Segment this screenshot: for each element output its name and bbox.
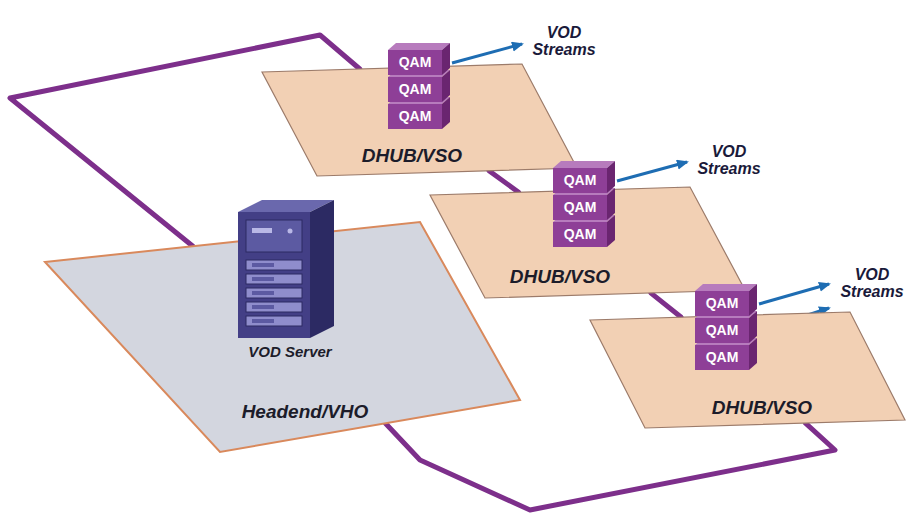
site-label: Headend/VHO xyxy=(242,401,369,423)
cube-side xyxy=(749,338,757,370)
drive-bay xyxy=(246,260,302,270)
cube-top xyxy=(695,311,757,318)
cube-front xyxy=(388,104,442,129)
ring-link xyxy=(651,293,682,317)
ring-link xyxy=(385,423,835,510)
qam-unit: QAM xyxy=(553,195,607,220)
cube-side xyxy=(442,97,450,129)
hub-platform: DHUB/VSOQAMQAMQAM xyxy=(430,187,745,298)
cube-front xyxy=(695,318,749,343)
drive-slot xyxy=(252,263,274,267)
stream-label: VOD Streams xyxy=(836,266,908,300)
drive-bay xyxy=(246,302,302,312)
server-led xyxy=(288,229,293,234)
hub-platform: DHUB/VSOQAMQAMQAM xyxy=(262,64,577,176)
ring-link xyxy=(489,171,519,193)
qam-unit: QAM xyxy=(553,168,607,193)
qam-unit: QAM xyxy=(388,104,442,129)
server-display xyxy=(252,228,272,233)
qam-unit: QAM xyxy=(388,77,442,102)
cube-top xyxy=(553,215,615,222)
qam-unit: QAM xyxy=(695,345,749,370)
qam-label: QAM xyxy=(388,104,442,129)
cube-front xyxy=(695,291,749,316)
server-label: VOD Server xyxy=(230,343,350,360)
cube-top xyxy=(388,97,450,104)
drive-slot xyxy=(252,319,274,323)
drive-slot xyxy=(252,277,274,281)
drive-bay xyxy=(246,288,302,298)
drive-slot xyxy=(252,291,274,295)
hub-platform: DHUB/VSOQAMQAMQAM xyxy=(590,312,905,428)
cube-front xyxy=(695,345,749,370)
cube-side xyxy=(607,215,615,247)
stream-label: VOD Streams xyxy=(528,24,600,58)
stream-arrow xyxy=(452,44,522,63)
cube-top xyxy=(695,284,757,291)
qam-label: QAM xyxy=(553,168,607,193)
cube-front xyxy=(553,222,607,247)
qam-label: QAM xyxy=(388,77,442,102)
cube-top xyxy=(388,70,450,77)
server-icon xyxy=(230,198,350,343)
platform-surface xyxy=(590,312,905,428)
platform-surface xyxy=(262,64,577,176)
cube-front xyxy=(388,50,442,75)
cube-front xyxy=(388,77,442,102)
site-label: DHUB/VSO xyxy=(362,145,462,167)
cube-top xyxy=(388,43,450,50)
qam-unit: QAM xyxy=(553,222,607,247)
cube-front xyxy=(553,168,607,193)
qam-label: QAM xyxy=(388,50,442,75)
qam-unit: QAM xyxy=(695,291,749,316)
headend-platform: Headend/VHO VOD Server xyxy=(45,218,520,452)
qam-unit: QAM xyxy=(695,318,749,343)
server-panel xyxy=(246,220,302,252)
site-label: DHUB/VSO xyxy=(712,397,812,419)
platform-surface xyxy=(430,187,745,298)
qam-label: QAM xyxy=(553,222,607,247)
qam-label: QAM xyxy=(695,318,749,343)
cube-top xyxy=(695,338,757,345)
drive-bay xyxy=(246,274,302,284)
vod-server: VOD Server xyxy=(230,198,350,360)
stream-arrow xyxy=(759,284,829,304)
drive-bay xyxy=(246,316,302,326)
qam-label: QAM xyxy=(553,195,607,220)
qam-label: QAM xyxy=(695,345,749,370)
server-side xyxy=(310,200,334,338)
drive-slot xyxy=(252,305,274,309)
stream-label: VOD Streams xyxy=(693,143,765,177)
server-front xyxy=(238,212,310,338)
cube-front xyxy=(553,195,607,220)
stream-arrow xyxy=(617,162,687,181)
qam-label: QAM xyxy=(695,291,749,316)
site-label: DHUB/VSO xyxy=(510,266,610,288)
cube-top xyxy=(553,188,615,195)
qam-unit: QAM xyxy=(388,50,442,75)
cube-top xyxy=(553,161,615,168)
